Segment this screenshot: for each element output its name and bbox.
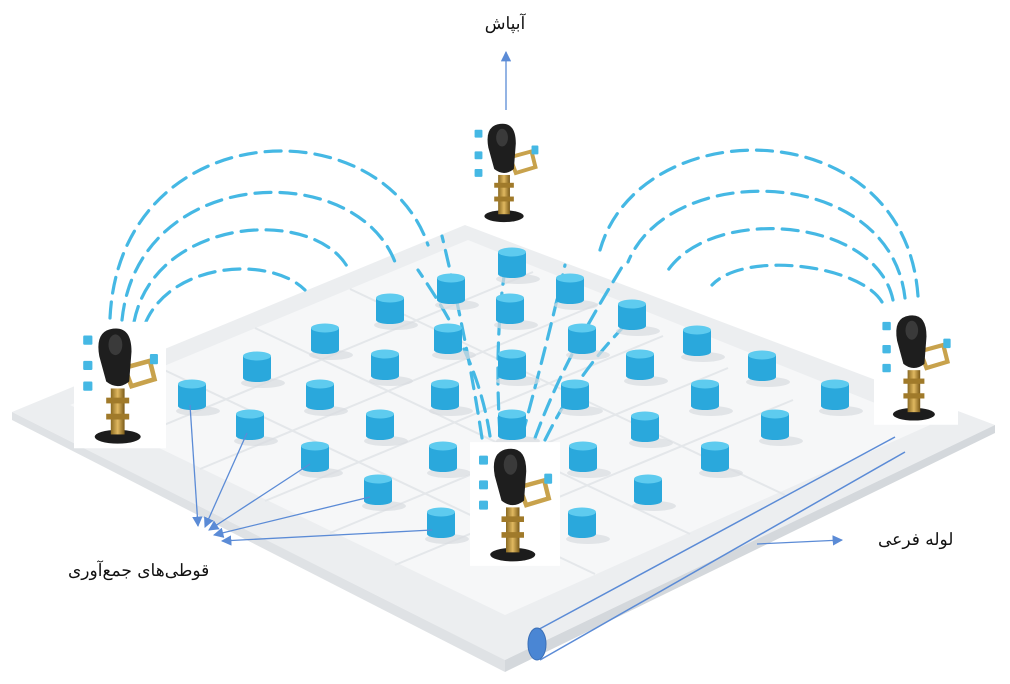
annotation-arrows <box>189 50 844 546</box>
sprinkler-head-icon <box>74 322 166 449</box>
sprinkler-head-icon <box>874 309 958 425</box>
spray-arc <box>108 149 430 320</box>
pipe-end-icon <box>527 627 547 661</box>
spray-arcs <box>108 148 920 442</box>
can-arrow <box>212 496 371 538</box>
spray-arc <box>663 227 895 302</box>
spray-arc <box>710 263 884 304</box>
sprinkler-head-icon <box>467 118 546 226</box>
sprinkler-label: آبپاش <box>484 14 526 34</box>
sprinkler-head-icon <box>470 442 560 566</box>
can-arrow <box>220 529 433 546</box>
sprinkler-top <box>467 118 546 226</box>
sprinkler-front <box>470 442 560 566</box>
spray-arc <box>598 148 920 298</box>
collectors-label: قوطی‌های جمع‌آوری <box>68 561 210 581</box>
lateral-pipe <box>527 436 906 661</box>
can-arrow <box>189 404 203 528</box>
lateral-pipe-arrow <box>756 535 844 546</box>
can-arrow <box>204 432 248 528</box>
spray-arc <box>120 190 397 322</box>
spray-arc <box>143 267 307 326</box>
spray-arc <box>132 228 352 324</box>
spray-arc <box>626 189 907 300</box>
spray-arc <box>440 234 484 440</box>
sprinkler-left <box>74 322 166 449</box>
sprinkler-right <box>874 309 958 425</box>
lateral-pipe-label: لوله فرعی <box>878 530 954 550</box>
spray-arc <box>416 268 492 438</box>
spray-arc <box>543 308 642 442</box>
can-arrow <box>208 463 311 531</box>
